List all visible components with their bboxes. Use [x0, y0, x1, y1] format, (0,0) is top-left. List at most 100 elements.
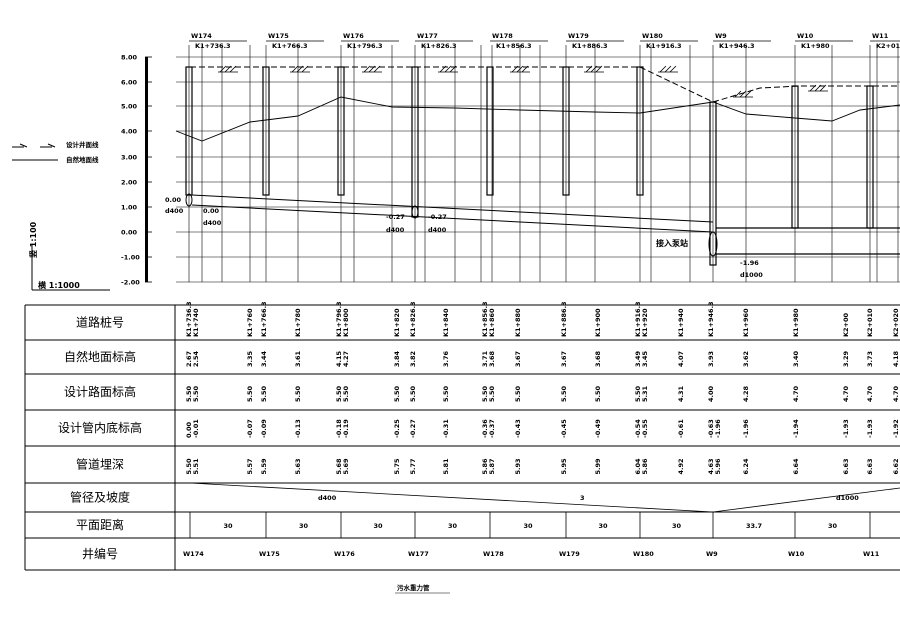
elevation-tick-label: 5.00 [121, 103, 138, 111]
plan-distance: 30 [223, 522, 233, 530]
legend-design-line-symbol [12, 143, 56, 148]
cell-ground: 3.93 [707, 351, 715, 367]
cell-depth: 5.93 [514, 458, 522, 474]
legend-ground-line-label: 自然地面线 [66, 155, 99, 164]
cell-depth: 5.51 [192, 458, 200, 475]
cell-depth: 6.63 [866, 458, 874, 474]
cell-invert: -1.93 [842, 419, 850, 438]
cell-ground: 2.54 [192, 350, 200, 367]
well-id: W176 [334, 550, 355, 558]
cell-depth: 5.63 [294, 458, 302, 474]
cell-invert: -0.27 [409, 419, 417, 438]
plan-distance: 30 [523, 522, 533, 530]
cell-ground: 3.67 [560, 351, 568, 367]
cell-station: K1+840 [442, 308, 450, 337]
cell-road: 5.31 [641, 385, 649, 402]
well-header-station: K2+010 [876, 42, 900, 50]
cell-depth: 5.86 [641, 458, 649, 475]
cell-road: 5.50 [409, 385, 417, 402]
cell-station: K2+020 [892, 308, 900, 337]
footer-title: 污水重力管 [397, 583, 430, 592]
well-header-id: W179 [568, 32, 589, 40]
pipe-d400-crown [191, 194, 714, 223]
cell-road: 4.70 [892, 385, 900, 402]
pipe-section-icon [185, 193, 193, 207]
cell-depth: 5.81 [442, 458, 450, 475]
cell-station: K2+010 [866, 308, 874, 337]
pipe-section-icon [708, 231, 718, 257]
pipe-annotation: -0.27 [386, 213, 405, 221]
manhole-W9 [709, 101, 717, 266]
cell-depth: 6.04 [634, 458, 642, 475]
cell-depth: 5.59 [260, 458, 268, 475]
manhole-W179 [562, 66, 570, 196]
cell-ground: 3.84 [393, 350, 401, 367]
elevation-tick-label: 6.00 [121, 79, 138, 87]
well-header-station: K1+916.3 [646, 42, 682, 50]
cell-station: K1+946.3 [707, 301, 715, 337]
well-header-station: K1+766.3 [272, 42, 308, 50]
cell-depth: 5.99 [594, 458, 602, 475]
well-header-id: W174 [191, 32, 212, 40]
cell-invert: -0.13 [294, 419, 302, 438]
cell-invert: -0.09 [260, 419, 268, 438]
cell-station: K1+766.3 [260, 301, 268, 337]
plan-distance: 33.7 [746, 522, 762, 530]
cell-station: K1+920 [641, 308, 649, 337]
cell-invert: -1.93 [866, 419, 874, 438]
pipe-section-icon [411, 205, 419, 219]
cell-road: 5.50 [335, 385, 343, 402]
well-header-station: K1+736.3 [195, 42, 231, 50]
cell-road: 5.50 [594, 385, 602, 402]
well-header-id: W178 [492, 32, 513, 40]
cell-road: 5.50 [260, 385, 268, 402]
pipe-diameter: d1000 [836, 494, 859, 502]
well-headers: W174K1+736.3W175K1+766.3W176K1+796.3W177… [189, 32, 900, 50]
road-hatch [510, 65, 530, 73]
cell-depth: 6.63 [842, 458, 850, 474]
road-hatch [808, 84, 828, 92]
design-road-line [190, 65, 900, 103]
elevation-tick-label: 0.00 [121, 229, 138, 237]
plan-distance: 30 [299, 522, 309, 530]
pipe-annotation: d400 [428, 226, 447, 234]
well-id: W177 [408, 550, 429, 558]
cell-depth: 5.57 [246, 458, 254, 474]
cell-road: 4.31 [677, 385, 685, 402]
cell-invert: -0.31 [442, 419, 450, 438]
natural-ground-polyline [175, 96, 900, 142]
pipe-lines [185, 193, 900, 257]
manholes [185, 66, 874, 266]
cell-road: 4.70 [842, 385, 850, 402]
well-id: W175 [259, 550, 280, 558]
elevation-bar [145, 57, 148, 282]
well-id: W10 [788, 550, 805, 558]
cell-depth: 6.24 [742, 458, 750, 475]
cell-station: K1+760 [246, 308, 254, 337]
well-header-id: W10 [797, 32, 814, 40]
cell-depth: 6.64 [792, 458, 800, 475]
cell-ground: 3.40 [792, 350, 800, 367]
elevation-tick-label: 4.00 [121, 128, 138, 136]
row-label: 管道埋深 [76, 457, 124, 472]
cell-invert: -0.55 [641, 419, 649, 438]
cell-ground: 3.61 [294, 350, 302, 367]
road-hatch [733, 90, 753, 98]
elevation-tick-label: 3.00 [121, 154, 138, 162]
cell-road: 5.50 [442, 385, 450, 402]
cell-ground: 4.18 [892, 350, 900, 367]
legend-design-line-label: 设计井面线 [66, 140, 99, 149]
pipe-annotation: d400 [386, 226, 405, 234]
plan-distance: 30 [448, 522, 458, 530]
well-id: W178 [483, 550, 504, 558]
row-label: 管径及坡度 [70, 490, 130, 505]
well-id: W174 [183, 550, 204, 558]
cell-ground: 3.82 [409, 351, 417, 367]
scale-note: 竖 1:100 横 1:1000 [29, 221, 110, 291]
cell-depth: 5.69 [342, 458, 350, 475]
cell-road: 5.50 [481, 385, 489, 402]
plan-distance: 30 [828, 522, 838, 530]
cell-invert: -1.94 [792, 419, 800, 438]
pipe-slope: 3 [580, 494, 585, 502]
cell-invert: -0.25 [393, 419, 401, 438]
